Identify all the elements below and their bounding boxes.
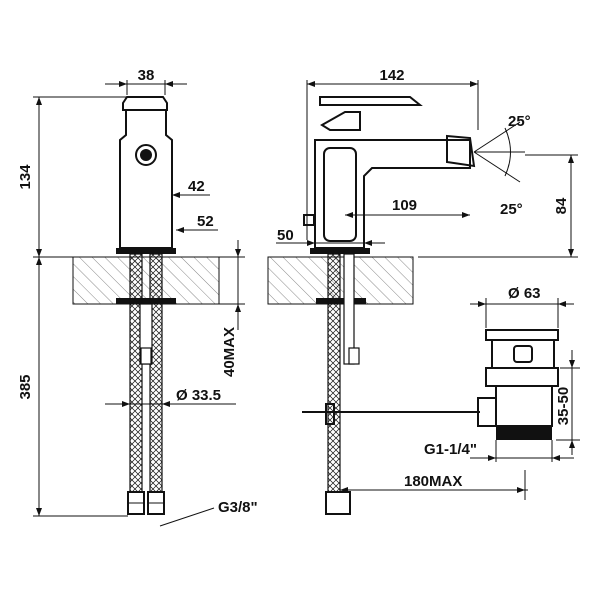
dim-label-50: 50 [277, 227, 294, 244]
dim-label-40max: 40MAX [221, 327, 238, 377]
dimension-109: 109 [345, 197, 470, 218]
angle-label-bottom: 25° [500, 201, 523, 218]
dimension-50: 50 [276, 227, 385, 246]
dimension-52: 52 [176, 213, 218, 233]
dimension-dia-33-5: Ø 33.5 [105, 387, 236, 407]
dim-label-134: 134 [17, 164, 34, 190]
dimension-142: 142 [306, 67, 479, 240]
dimension-dia-63: Ø 63 [470, 285, 574, 328]
dim-label-142: 142 [379, 67, 404, 84]
dim-label-38: 38 [138, 67, 155, 84]
dim-label-385: 385 [17, 374, 34, 399]
thread-label-g3-8: G3/8" [218, 499, 258, 516]
dimension-42: 42 [172, 178, 210, 198]
thread-label-g1-1-4: G1-1/4" [424, 441, 477, 458]
dim-label-dia-33-5: Ø 33.5 [176, 387, 221, 404]
angle-label-top: 25° [508, 113, 531, 130]
dimension-180max: 180MAX [340, 470, 528, 500]
dimension-38: 38 [105, 67, 187, 95]
dim-label-180max: 180MAX [404, 473, 462, 490]
spray-angle: 25° 25° [473, 113, 531, 218]
side-view [72, 96, 220, 515]
dimension-vertical-left: 134 385 [17, 96, 128, 517]
dim-label-84: 84 [553, 197, 570, 214]
thread-callout-g3-8: G3/8" [159, 499, 258, 527]
dim-label-dia-63: Ø 63 [508, 285, 541, 302]
dim-label-35-50: 35-50 [555, 387, 572, 425]
lever-knob [135, 144, 157, 166]
dimension-35-50: 35-50 [555, 350, 580, 455]
front-view [267, 96, 559, 515]
dim-label-109: 109 [392, 197, 417, 214]
dim-label-52: 52 [197, 213, 214, 230]
thread-callout-g1-1-4: G1-1/4" [424, 440, 574, 462]
countertop-left [72, 256, 220, 305]
dimension-40max: 40MAX [219, 240, 245, 377]
dim-label-42: 42 [188, 178, 205, 195]
dimension-84: 84 [418, 154, 578, 258]
